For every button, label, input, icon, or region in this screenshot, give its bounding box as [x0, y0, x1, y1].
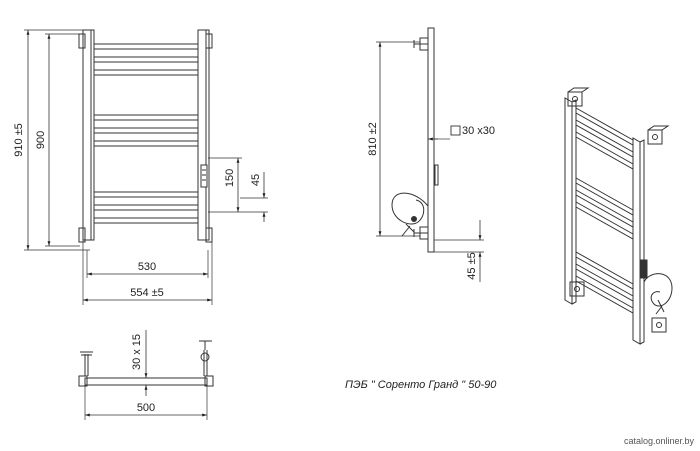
- top-view-labels: 30 x 15 500: [131, 334, 155, 414]
- top-width-label: 500: [137, 402, 155, 414]
- top-mount-left: [80, 351, 93, 376]
- front-bottom-offset-label: 45: [250, 174, 262, 186]
- front-bracket-bottom-left: [78, 227, 86, 243]
- iso-power-cord: [643, 273, 673, 307]
- iso-thermostat-box: [640, 259, 648, 279]
- iso-bracket-bottom-left: [569, 281, 585, 297]
- isometric-view: [564, 87, 673, 345]
- watermark: catalog.onliner.by: [624, 436, 695, 446]
- front-width-axis-label: 530: [138, 261, 156, 273]
- top-view: [78, 330, 214, 420]
- front-height-axis-label: 900: [35, 131, 47, 149]
- side-mount-top: [413, 37, 429, 51]
- top-mount-right: [199, 340, 212, 376]
- iso-rungs: [575, 107, 634, 314]
- side-main-tube: [427, 27, 435, 253]
- front-view: [24, 29, 268, 305]
- front-left-upright: [82, 29, 95, 241]
- front-bracket-bottom-right: [205, 227, 213, 243]
- iso-left-rail: [564, 97, 573, 305]
- front-bracket-top-left: [78, 33, 86, 49]
- top-crossbar: [84, 377, 208, 386]
- product-caption: ПЭБ " Соренто Гранд " 50-90: [345, 379, 497, 391]
- iso-bracket-top-left: [567, 87, 590, 107]
- front-height-total-label: 910 ±5: [13, 123, 25, 157]
- side-power-cord: [391, 192, 429, 225]
- front-width-total-label: 554 ±5: [130, 287, 164, 299]
- front-view-labels: 910 ±5 900 530 554 ±5 150 45: [13, 123, 262, 299]
- square-section-symbol: [450, 125, 461, 136]
- iso-bracket-top-right: [647, 125, 670, 145]
- side-view-labels: 810 ±2 30 x30 45 ±5: [367, 122, 495, 280]
- iso-right-rail: [632, 137, 641, 345]
- side-mount-bottom: [413, 226, 429, 240]
- front-right-upright: [197, 29, 210, 241]
- front-bracket-top-right: [205, 33, 213, 49]
- top-profile-label: 30 x 15: [131, 334, 143, 370]
- front-connector-spacing-label: 150: [224, 169, 236, 187]
- side-view: [376, 27, 484, 282]
- side-bottom-offset-label: 45 ±5: [466, 252, 478, 279]
- iso-bracket-bottom-right: [651, 317, 667, 333]
- side-tube-section-label: 30 x30: [462, 125, 495, 137]
- side-height-label: 810 ±2: [367, 122, 379, 156]
- front-rungs: [93, 43, 199, 224]
- front-thermostat-box: [200, 164, 208, 188]
